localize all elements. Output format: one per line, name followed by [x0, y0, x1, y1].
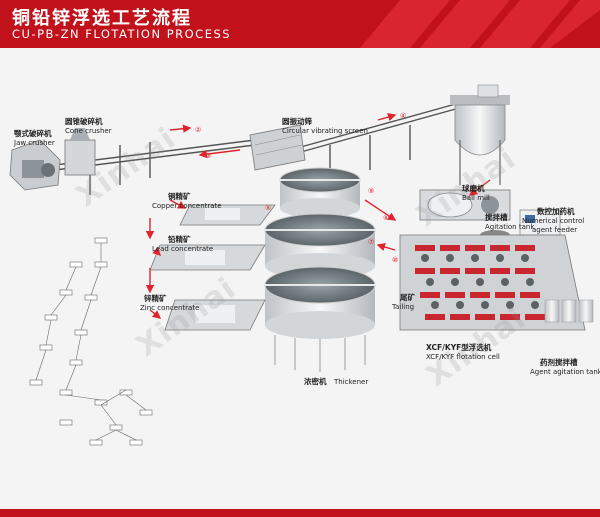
process-arrows: [145, 112, 491, 319]
label-lead-cn: 铅精矿: [168, 235, 191, 244]
label-flotation-cn: XCF/KYF型浮选机: [426, 343, 492, 352]
thickener-top: [279, 167, 361, 218]
page-subtitle: CU-PB-ZN FLOTATION PROCESS: [12, 27, 232, 41]
cone-crusher: [64, 128, 96, 176]
label-agitation-tank-cn: 搅拌槽: [485, 213, 508, 222]
label-screen-cn: 圆振动筛: [282, 117, 312, 126]
flotation-cells: [399, 234, 586, 331]
label-feeder-en-2: agent feeder: [532, 226, 578, 234]
mini-flowsheet: [29, 237, 153, 446]
step-marker: ⑤: [265, 204, 271, 212]
vibrating-screen: [249, 124, 306, 171]
label-copper-cn: 铜精矿: [168, 192, 191, 201]
step-marker: ⑥: [383, 214, 389, 222]
step-markers: ② ③ ④ ⑤ ⑥ ⑦ ⑨ ⑩: [195, 112, 406, 264]
step-marker: ②: [195, 126, 201, 134]
label-tailing-cn: 尾矿: [400, 293, 415, 302]
label-agitation-tank-en: Agitation tank: [485, 223, 535, 231]
header-banner: 铜铅锌浮选工艺流程 CU-PB-ZN FLOTATION PROCESS: [0, 0, 600, 48]
label-thickener-cn: 浓密机: [304, 377, 327, 386]
label-ball-mill-cn: 球磨机: [462, 184, 485, 193]
page-title: 铜铅锌浮选工艺流程: [12, 8, 192, 29]
zinc-concentrate-filter: [164, 299, 266, 331]
step-marker: ④: [400, 112, 406, 120]
label-cone-crusher-en: Cone crusher: [65, 127, 112, 135]
ball-mill: [419, 189, 511, 221]
label-jaw-crusher-cn: 颚式破碎机: [14, 129, 52, 138]
jaw-crusher: [9, 139, 61, 191]
ore-silo: [450, 84, 510, 185]
label-feeder-cn: 数控加药机: [537, 207, 575, 216]
label-agent-agitation-cn: 药剂搅拌槽: [540, 358, 578, 367]
step-marker: ⑦: [368, 238, 374, 246]
label-lead-en: Lead concentrate: [152, 245, 214, 253]
label-feeder-en-1: Numerical control: [522, 217, 585, 225]
label-screen-en: Circular vibrating screen: [282, 127, 368, 135]
numerical-control-agent-feeder: [519, 209, 561, 236]
label-zinc-cn: 锌精矿: [144, 294, 167, 303]
label-copper-en: Copper concentrate: [152, 202, 222, 210]
plant-illustration: ② ③ ④ ⑤ ⑥ ⑦ ⑨ ⑩: [9, 84, 594, 446]
copper-concentrate-filter: [179, 204, 276, 226]
step-marker: ⑨: [368, 187, 374, 195]
thickener-bottom: [264, 266, 376, 372]
label-cone-crusher-cn: 圆锥破碎机: [65, 117, 103, 126]
label-zinc-en: Zinc concentrate: [140, 304, 200, 312]
label-thickener-en: Thickener: [334, 378, 369, 386]
label-tailing-en: Tailing: [392, 303, 415, 311]
step-marker: ③: [205, 152, 211, 160]
footer-bar: [0, 509, 600, 517]
label-jaw-crusher-en: Jaw crusher: [14, 139, 55, 147]
label-agent-agitation-en: Agent agitation tank: [530, 368, 600, 376]
label-ball-mill-en: Ball mill: [462, 194, 490, 202]
agent-agitation-tanks: [544, 299, 594, 323]
step-marker: ⑩: [392, 256, 398, 264]
lead-concentrate-filter: [149, 244, 266, 271]
banner-stripes: [360, 0, 600, 48]
label-flotation-en: XCF/KYF flotation cell: [426, 353, 500, 361]
